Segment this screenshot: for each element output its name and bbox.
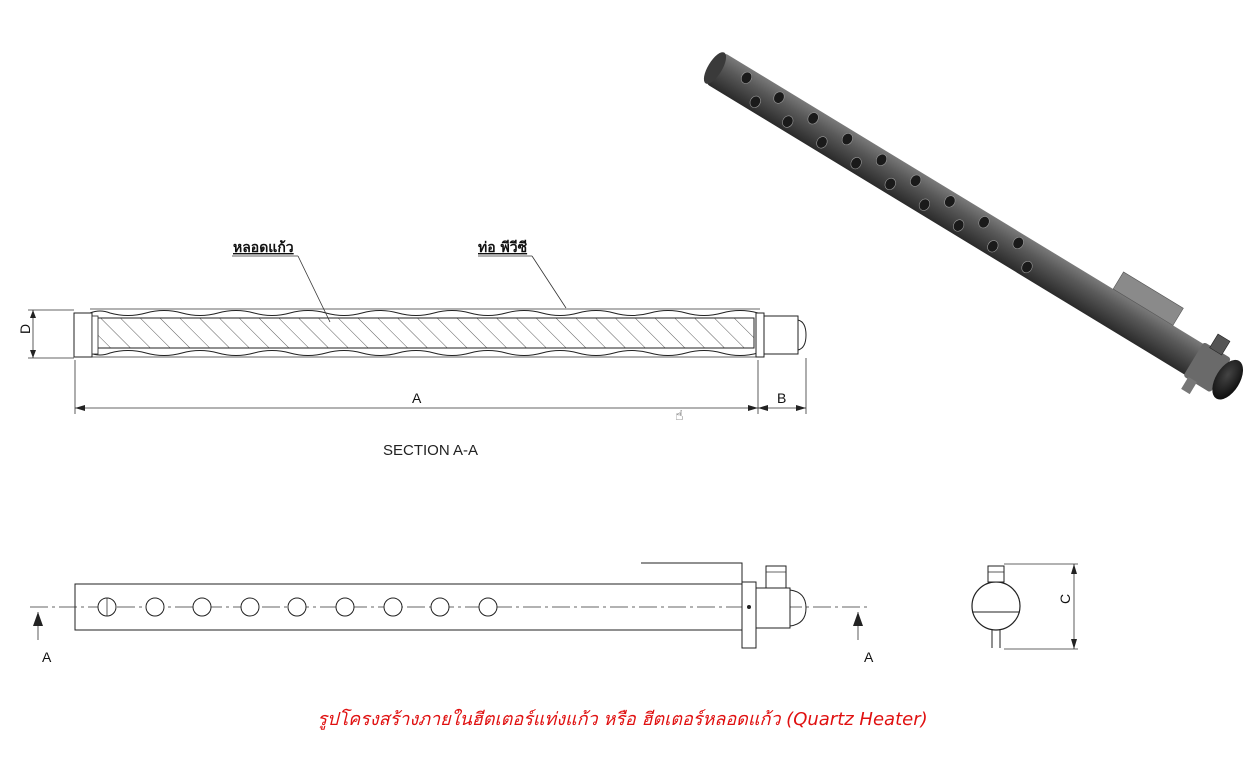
hand-cursor-icon: ☝ [675,408,684,424]
dim-label-c: C [1057,594,1073,604]
pvc-pipe-top [89,310,760,316]
dim-label-d: D [17,324,33,334]
pvc-pipe-bottom [89,350,760,356]
render-holes [740,71,1033,274]
render-connector [1209,333,1231,356]
right-end-cap [755,312,765,358]
side-holes [97,597,498,617]
render-end-cap [1212,359,1244,400]
section-mark-left: A [42,649,52,665]
glass-tube-hatch [95,317,755,349]
dim-label-b: B [777,390,786,406]
render-cap-collar [1184,342,1231,392]
render-clamp [1181,376,1197,395]
render-tube-end-left [703,52,727,84]
section-mark-right: A [864,649,874,665]
section-title: SECTION A-A [383,442,478,459]
end-view-circle [971,581,1021,631]
figure-caption: รูปโครงสร้างภายในฮีตเตอร์แท่งแก้ว หรือ ฮ… [317,709,928,730]
callout-glass-tube: หลอดแก้ว [233,240,294,256]
render-tube-body [707,54,1206,376]
heater-3d-render [703,52,1244,400]
section-arrow-left [33,612,43,626]
render-bracket [1112,271,1184,326]
section-view: หลอดแก้ว ท่อ พีวีซี D A B SECTION A-A [17,240,807,459]
dim-label-a: A [412,390,422,406]
end-view: C [971,563,1078,650]
callout-pvc-pipe: ท่อ พีวีซี [478,240,528,256]
left-end-cap [73,312,93,358]
side-view: A A [30,562,874,665]
section-arrow-right [853,612,863,626]
